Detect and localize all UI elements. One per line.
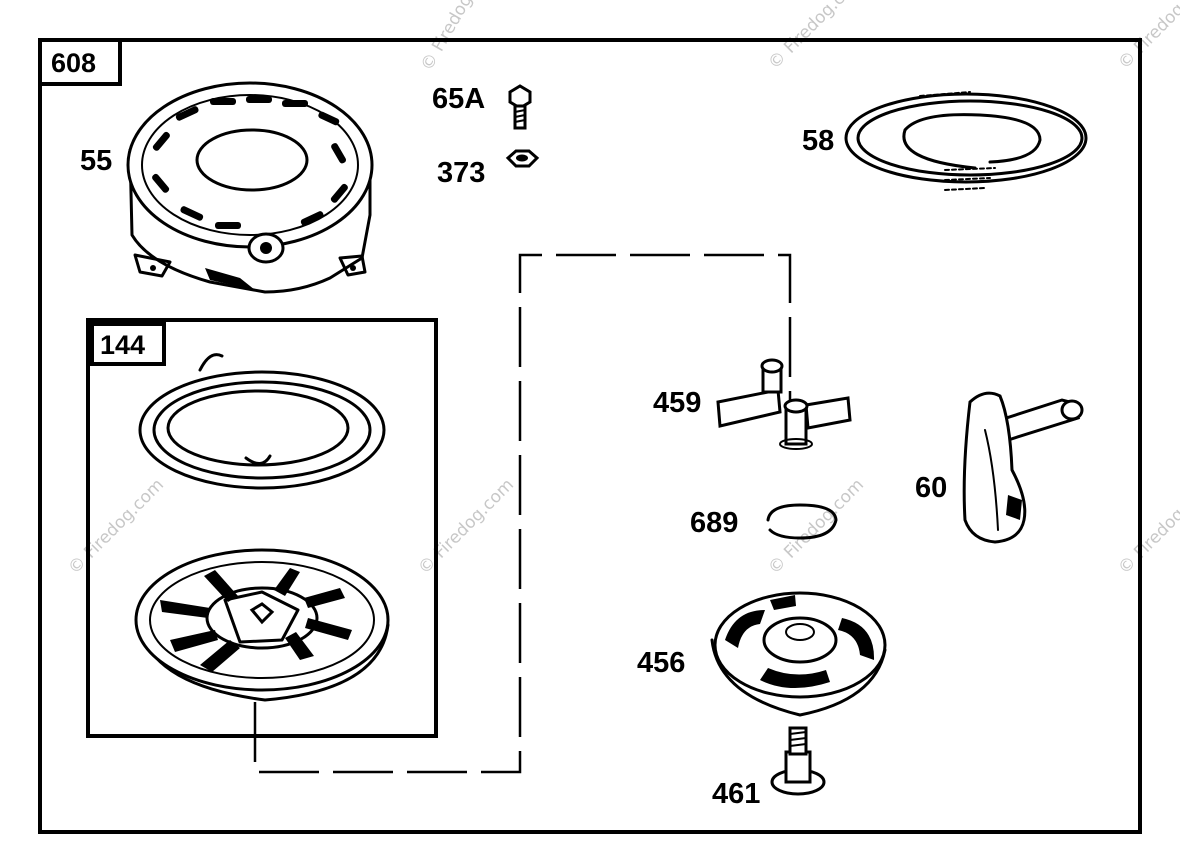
part-label-456: 456 [637,647,685,679]
connector-line [253,253,792,774]
nut-drawing [505,149,540,168]
part-label-58: 58 [802,125,834,157]
watermark-text: © Firedog.com [417,0,498,75]
pawl-retainer-drawing [710,591,887,717]
bolt-drawing [508,84,532,130]
part-label-461: 461 [712,778,760,810]
part-label-65a: 65A [432,83,485,115]
part-label-459: 459 [653,387,701,419]
watermark-text: © Firedog.com [764,0,868,74]
screw-drawing [770,726,826,796]
watermark-text: © Firedog.com [1114,0,1180,74]
starter-pawl-drawing [716,358,852,450]
watermark-text: © Firedog.com [64,475,168,579]
assembly-label: 608 [51,48,96,78]
part-label-55: 55 [80,145,112,177]
starter-rope-drawing [844,91,1088,191]
watermark-text: © Firedog.com [764,475,868,579]
subassembly-label-box [90,322,166,366]
rewind-spring-drawing [138,353,386,490]
assembly-label-box [38,38,122,86]
starter-handle-drawing [962,391,1084,544]
subassembly-frame [86,318,438,738]
subassembly-label: 144 [100,330,145,360]
part-label-60: 60 [915,472,947,504]
starter-pulley-drawing [134,548,390,702]
assembly-frame [38,38,1142,834]
starter-housing-drawing [126,81,374,294]
part-label-689: 689 [690,507,738,539]
watermark-text: © Firedog.com [414,475,518,579]
part-label-373: 373 [437,157,485,189]
watermark-text: © Firedog.com [1114,475,1180,579]
retaining-ring-drawing [766,503,838,540]
